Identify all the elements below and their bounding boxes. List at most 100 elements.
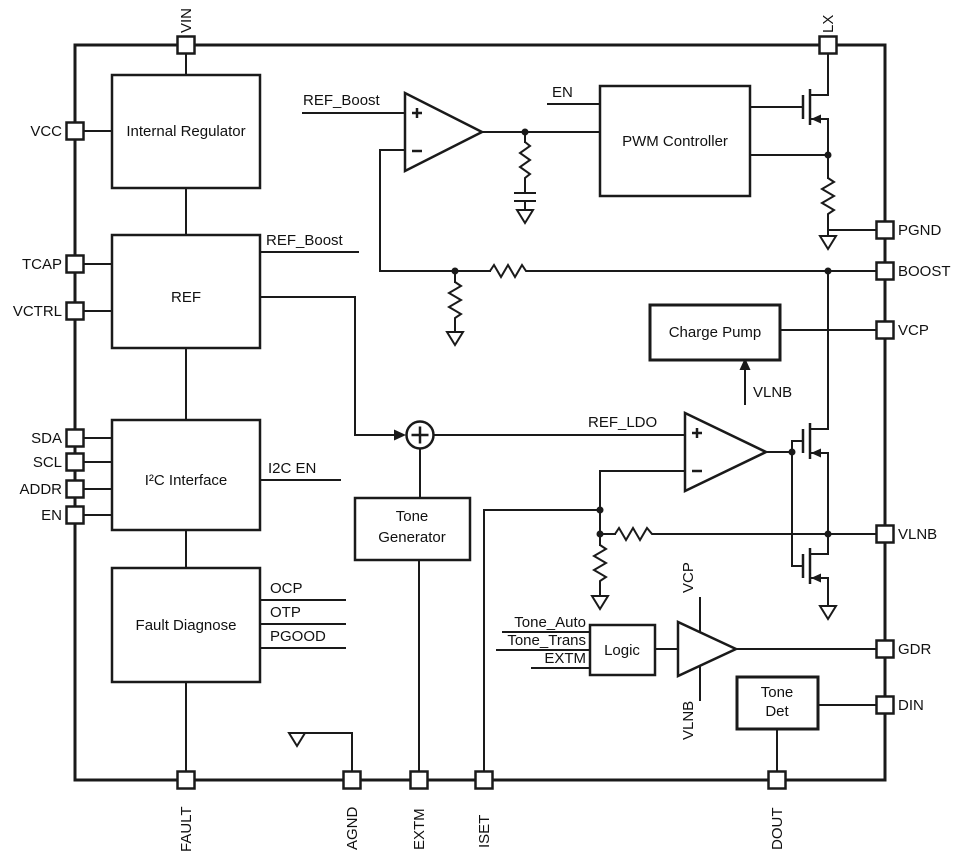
ref-label: REF (171, 289, 201, 306)
pin-label-agnd: AGND (344, 806, 361, 850)
wires (82, 52, 878, 773)
pin-label-en: EN (41, 507, 62, 524)
net-vlnb-driver: VLNB (680, 701, 697, 740)
i2c-interface-label: I²C Interface (145, 472, 228, 489)
pin-fault (176, 770, 196, 790)
mosfet-pass (801, 423, 821, 459)
pin-label-vctrl: VCTRL (13, 303, 62, 320)
charge-pump-block (648, 303, 782, 362)
pin-label-iset: ISET (476, 815, 493, 848)
pin-vlnb (875, 524, 895, 544)
pin-boost (875, 261, 895, 281)
pin-vin (176, 35, 196, 55)
arrow-icon (394, 429, 406, 441)
pin-addr (65, 479, 85, 499)
comp-resistor (518, 141, 532, 182)
net-vcp-driver: VCP (680, 562, 697, 593)
pin-label-scl: SCL (33, 454, 62, 471)
pin-din (875, 695, 895, 715)
pin-label-gdr: GDR (898, 641, 932, 658)
tone-generator-label-2: Generator (378, 529, 446, 546)
internal-regulator-label: Internal Regulator (126, 123, 245, 140)
pin-pgnd (875, 220, 895, 240)
ground-icon (818, 235, 838, 251)
boost-error-amp (403, 90, 485, 174)
net-tone-trans: Tone_Trans (507, 632, 586, 649)
pwm-controller-label: PWM Controller (622, 133, 728, 150)
pin-agnd (342, 770, 362, 790)
pin-label-vin: VIN (178, 8, 195, 33)
ground-icon (818, 605, 838, 621)
internal-regulator-block (110, 73, 262, 190)
junction-dots (451, 128, 832, 538)
boost-series-resistor (489, 263, 530, 279)
logic-label: Logic (604, 642, 640, 659)
pin-label-fault: FAULT (178, 806, 195, 852)
boost-divider-resistor (447, 281, 463, 322)
pin-label-vcp: VCP (898, 322, 929, 339)
i2c-interface-block (110, 418, 262, 532)
pin-tcap (65, 254, 85, 274)
summing-junction (394, 420, 435, 450)
pin-labels: VIN LX VCC TCAP VCTRL SDA SCL ADDR EN PG… (13, 8, 951, 852)
pwm-controller-block (598, 84, 752, 198)
ground-icon (515, 209, 535, 225)
fault-diagnose-label: Fault Diagnose (136, 617, 237, 634)
net-ocp: OCP (270, 580, 303, 597)
ground-symbols (287, 209, 838, 748)
net-pgood: PGOOD (270, 628, 326, 645)
pin-iset (474, 770, 494, 790)
tone-generator-label-1: Tone (396, 508, 429, 525)
tone-det-label-1: Tone (761, 684, 794, 701)
charge-pump-label: Charge Pump (669, 324, 762, 341)
pin-label-sda: SDA (31, 430, 62, 447)
vlnb-series-resistor (614, 526, 660, 542)
pin-vcc (65, 121, 85, 141)
resistors (447, 141, 836, 585)
net-i2c-en: I2C EN (268, 460, 316, 477)
net-ref-boost-out: REF_Boost (266, 232, 344, 249)
sense-resistor (820, 177, 836, 218)
pin-lx (818, 35, 838, 55)
tone-det-label-2: Det (765, 703, 789, 720)
net-ref-boost-comp: REF_Boost (303, 92, 381, 109)
pin-label-boost: BOOST (898, 263, 951, 280)
net-labels: REF_Boost REF_Boost EN I2C EN OCP OTP PG… (266, 84, 792, 740)
tone-generator-block (353, 496, 472, 562)
mosfet-top (801, 89, 821, 125)
net-ref-ldo: REF_LDO (588, 414, 657, 431)
net-vlnb-charge-pump: VLNB (753, 384, 792, 401)
pin-label-dout: DOUT (769, 808, 786, 851)
logic-block (588, 623, 657, 677)
pin-vcp (875, 320, 895, 340)
pin-label-din: DIN (898, 697, 924, 714)
pin-label-pgnd: PGND (898, 222, 942, 239)
pin-en (65, 505, 85, 525)
net-extm: EXTM (544, 650, 586, 667)
pin-dout (767, 770, 787, 790)
net-otp: OTP (270, 604, 301, 621)
pin-label-addr: ADDR (19, 481, 62, 498)
ground-icon (590, 595, 610, 611)
pin-label-tcap: TCAP (22, 256, 62, 273)
fault-diagnose-block (110, 566, 262, 684)
pin-vctrl (65, 301, 85, 321)
ldo-divider-resistor (592, 544, 608, 585)
ldo-error-amp (683, 411, 769, 493)
pin-sda (65, 428, 85, 448)
pin-label-vlnb: VLNB (898, 526, 937, 543)
pin-gdr (875, 639, 895, 659)
pins (65, 35, 895, 790)
pin-label-vcc: VCC (30, 123, 62, 140)
pin-extm (409, 770, 429, 790)
net-tone-auto: Tone_Auto (514, 614, 586, 631)
net-en: EN (552, 84, 573, 101)
tone-det-block (735, 675, 820, 731)
ref-block (110, 233, 262, 350)
pin-scl (65, 452, 85, 472)
mosfet-pulldown (801, 548, 821, 584)
tone-driver-amp (676, 620, 739, 678)
pin-label-lx: LX (820, 15, 837, 33)
